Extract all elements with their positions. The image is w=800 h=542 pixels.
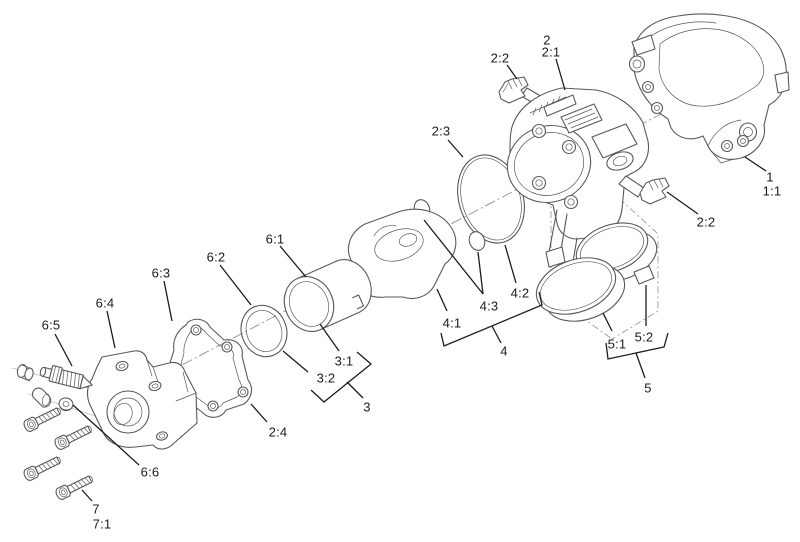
retainer-clip-right [639,177,670,205]
leader-line [81,489,93,502]
mount-bolt-4 [55,475,94,501]
leader-line [666,191,699,215]
leader-line [744,156,767,172]
leader-line [282,350,309,373]
leader-line [602,312,613,332]
group-bracket-stub [491,325,502,344]
leader-line [279,245,307,278]
piston-oring [240,304,288,358]
leader-line [54,333,73,367]
lock-nut [58,397,74,412]
mount-bolt-3 [23,456,62,482]
leader-line [219,264,252,306]
mount-bolt-2 [54,425,93,451]
leader-line [436,288,448,312]
leader-line [504,244,517,284]
group-bracket-stub [635,352,646,379]
caliper-half-part [86,350,198,450]
piston-part [283,259,372,332]
retainer-clip-top [498,76,529,104]
leader-line [72,404,140,466]
group-bracket [310,351,373,403]
caliper-body-part [506,87,650,268]
leader-line [506,64,518,80]
leader-line [250,403,268,423]
cover-part [628,13,790,164]
leader-line [447,139,464,158]
dust-plug [16,364,34,382]
group-bracket [440,291,543,347]
leader-line [477,251,484,295]
leader-line [163,280,173,322]
leader-line [423,219,484,295]
bleeder-screw [39,365,93,390]
small-oring-lower [468,231,486,251]
mount-bolt-1 [23,407,62,433]
group-bracket-stub [346,381,364,399]
leader-line [555,58,566,91]
leader-line [106,310,116,349]
leader-line [319,323,340,352]
brake-pad-front [535,257,626,322]
cone-cap [32,387,52,408]
